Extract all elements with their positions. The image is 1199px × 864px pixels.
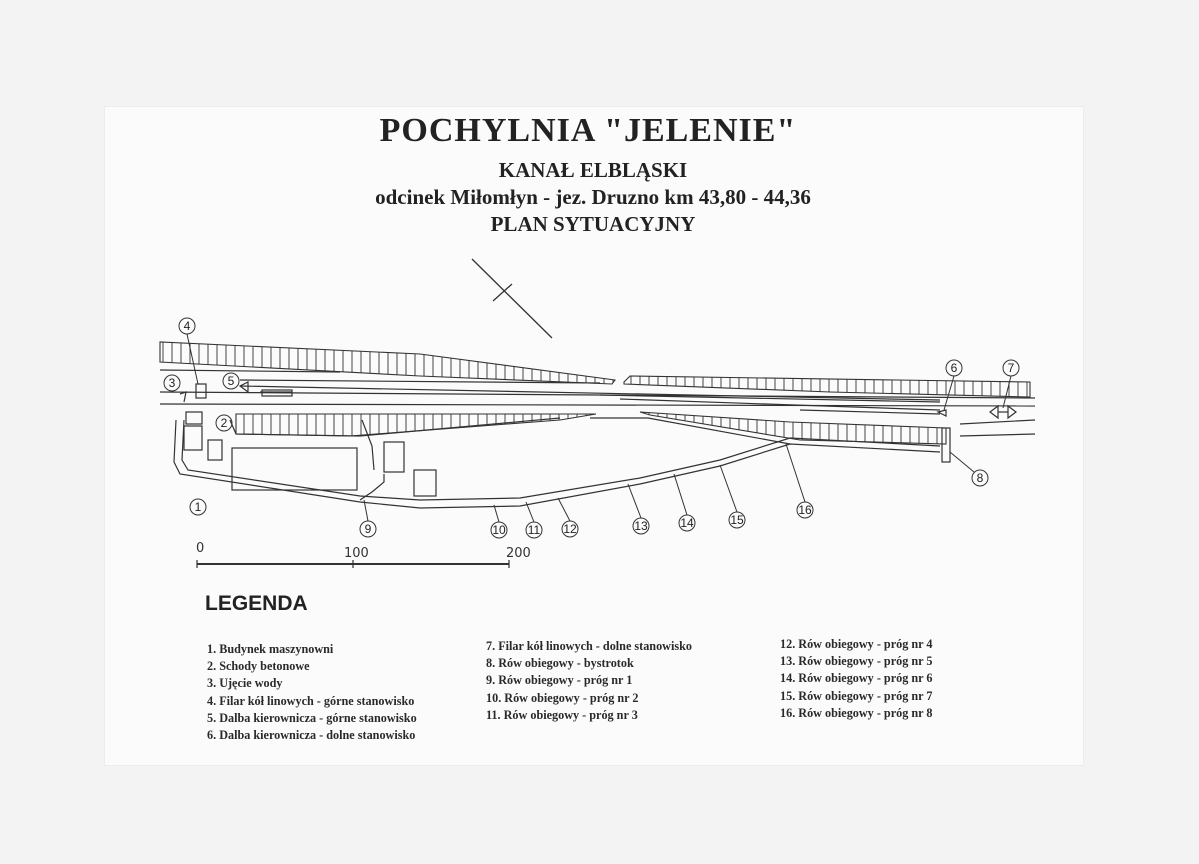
svg-text:5: 5 bbox=[228, 374, 235, 388]
scale-label-0: 0 bbox=[196, 541, 204, 556]
svg-text:12: 12 bbox=[563, 522, 577, 536]
svg-text:16: 16 bbox=[798, 503, 812, 517]
legend-item: 5. Dalba kierownicza - górne stanowisko bbox=[207, 710, 417, 725]
svg-text:3: 3 bbox=[169, 376, 176, 390]
svg-text:15: 15 bbox=[730, 513, 744, 527]
svg-text:13: 13 bbox=[634, 519, 648, 533]
legend-heading: LEGENDA bbox=[205, 592, 308, 615]
marker-7: 7 bbox=[1002, 359, 1020, 409]
scale-bar: 0 100 200 bbox=[196, 541, 531, 568]
marker-3: 3 bbox=[163, 374, 181, 392]
title-block: POCHYLNIA "JELENIE" KANAŁ ELBLĄSKI odcin… bbox=[104, 112, 1082, 237]
legend-column-2: 7. Filar kół linowych - dolne stanowisko… bbox=[486, 638, 692, 724]
svg-text:1: 1 bbox=[195, 500, 202, 514]
marker-11: 11 bbox=[525, 501, 543, 539]
plan-markers: 1 2 3 4 5 6 7 8 9 10 11 12 13 14 15 16 bbox=[163, 317, 1020, 539]
svg-text:2: 2 bbox=[221, 416, 228, 430]
marker-13: 13 bbox=[627, 483, 650, 535]
marker-1: 1 bbox=[189, 498, 207, 516]
plan-section: odcinek Miłomłyn - jez. Druzno km 43,80 … bbox=[375, 185, 811, 209]
upper-embankment bbox=[159, 341, 1031, 398]
legend-item: 9. Rów obiegowy - próg nr 1 bbox=[486, 673, 633, 688]
legend-item: 11. Rów obiegowy - próg nr 3 bbox=[486, 707, 638, 722]
legend-column-1: 1. Budynek maszynowni 2. Schody betonowe… bbox=[207, 641, 417, 744]
legend-item: 10. Rów obiegowy - próg nr 2 bbox=[486, 690, 639, 705]
marker-9: 9 bbox=[359, 499, 377, 538]
bypass-ditch bbox=[173, 417, 941, 509]
north-arrow-icon bbox=[471, 258, 553, 339]
svg-text:14: 14 bbox=[680, 516, 694, 530]
svg-text:4: 4 bbox=[184, 319, 191, 333]
legend-item: 13. Rów obiegowy - próg nr 5 bbox=[780, 654, 933, 669]
legend-item: 14. Rów obiegowy - próg nr 6 bbox=[780, 671, 933, 686]
legend-item: 16. Rów obiegowy - próg nr 8 bbox=[780, 705, 933, 720]
canal-channel bbox=[159, 369, 1036, 437]
marker-12: 12 bbox=[557, 497, 579, 538]
marker-6: 6 bbox=[943, 359, 963, 411]
svg-text:6: 6 bbox=[951, 361, 958, 375]
legend-item: 15. Rów obiegowy - próg nr 7 bbox=[780, 688, 933, 703]
marker-10: 10 bbox=[490, 504, 508, 539]
svg-text:7: 7 bbox=[1008, 361, 1015, 375]
marker-16: 16 bbox=[785, 443, 814, 519]
legend-item: 3. Ujęcie wody bbox=[207, 676, 283, 691]
svg-text:8: 8 bbox=[977, 471, 984, 485]
marker-14: 14 bbox=[673, 473, 696, 532]
plan-subtitle: KANAŁ ELBLĄSKI bbox=[498, 158, 688, 182]
marker-4: 4 bbox=[178, 317, 199, 385]
plan-title: POCHYLNIA "JELENIE" bbox=[379, 112, 797, 149]
scale-label-200: 200 bbox=[506, 546, 531, 561]
legend-item: 8. Rów obiegowy - bystrotok bbox=[486, 656, 634, 671]
legend-item: 4. Filar kół linowych - górne stanowisko bbox=[207, 693, 415, 708]
svg-text:10: 10 bbox=[492, 523, 506, 537]
legend-item: 7. Filar kół linowych - dolne stanowisko bbox=[486, 639, 692, 653]
marker-2: 2 bbox=[215, 414, 233, 432]
marker-15: 15 bbox=[719, 464, 746, 529]
svg-text:11: 11 bbox=[528, 523, 541, 537]
legend-item: 2. Schody betonowe bbox=[207, 659, 310, 674]
legend-item: 6. Dalba kierownicza - dolne stanowisko bbox=[207, 727, 416, 742]
svg-text:9: 9 bbox=[365, 522, 372, 536]
plan-label: PLAN SYTUACYJNY bbox=[490, 212, 696, 236]
legend-item: 1. Budynek maszynowni bbox=[207, 642, 334, 656]
lower-embankment bbox=[235, 411, 947, 445]
marker-5: 5 bbox=[222, 372, 240, 390]
legend-column-3: 12. Rów obiegowy - próg nr 4 13. Rów obi… bbox=[780, 636, 932, 722]
scale-label-100: 100 bbox=[344, 546, 369, 561]
legend-item: 12. Rów obiegowy - próg nr 4 bbox=[780, 637, 933, 651]
marker-8: 8 bbox=[949, 451, 989, 487]
buildings bbox=[179, 381, 1017, 497]
